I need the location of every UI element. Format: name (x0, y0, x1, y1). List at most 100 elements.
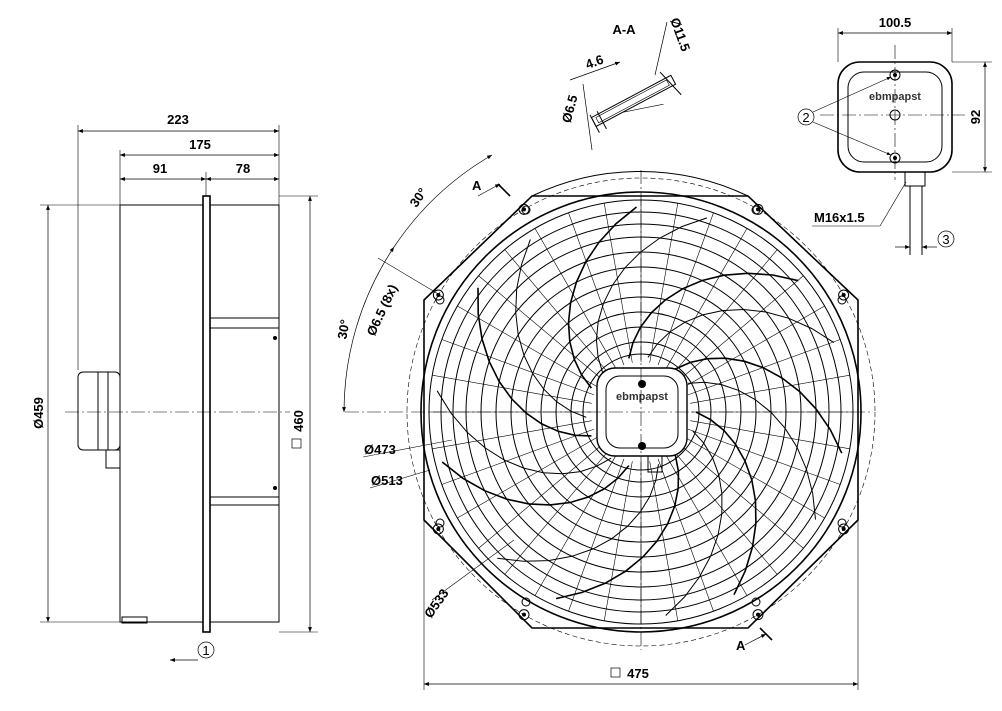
guard-spoke-11 (603, 461, 633, 621)
impeller-blade-4 (477, 287, 592, 437)
impeller-blade-edge-2 (497, 464, 659, 562)
dim-91: 91 (153, 161, 167, 176)
guard-spoke-8 (657, 458, 714, 612)
mounting-hole-2 (752, 203, 764, 215)
guard-spoke-32 (672, 249, 778, 374)
terminal-box-detail: ebmpapst 100.5 92 2 M16x1.5 3 (797, 15, 992, 255)
guard-spoke-34 (684, 305, 825, 388)
angle-30-left: 30° (334, 318, 352, 340)
guard-spoke-29 (649, 203, 679, 363)
dim-78: 78 (236, 161, 250, 176)
airflow-marker-circle (197, 641, 215, 659)
guard-spoke-7 (665, 455, 748, 596)
guard-spoke-5 (679, 443, 804, 549)
guard-spoke-31 (665, 228, 748, 369)
mounting-hole-5 (752, 609, 764, 621)
mounting-hole-7 (432, 523, 444, 535)
dim-square-460: 460 (291, 410, 306, 432)
guard-spoke-36 (690, 374, 850, 404)
mounting-hole-center-6 (522, 612, 526, 617)
mounting-hole-center-7 (436, 527, 441, 531)
plate-hole-7 (521, 597, 531, 607)
guard-spoke-20 (432, 374, 592, 404)
dim-d513: Ø513 (371, 473, 403, 488)
dim-175: 175 (189, 137, 211, 152)
guard-spoke-2 (690, 420, 850, 450)
mounting-hole-center-1 (522, 207, 526, 212)
plate-hole-1 (521, 205, 531, 215)
mounting-hole-8 (432, 289, 444, 301)
guard-spoke-9 (649, 461, 679, 621)
side-nozzle (209, 204, 280, 623)
guard-spoke-26 (568, 212, 625, 366)
impeller-blade-1 (695, 411, 757, 596)
impeller-blade-6 (628, 272, 799, 359)
front-view: ebmpapst 475 30° 30° Ø6.5 (8x) Ø473 Ø513… (334, 154, 876, 690)
bolt-circle (406, 177, 876, 647)
tb-gland-label: M16x1.5 (814, 210, 865, 225)
guard-spoke-4 (684, 436, 825, 519)
guard-spoke-30 (657, 212, 714, 366)
guard-spoke-15 (478, 443, 603, 549)
guard-spoke-35 (687, 339, 841, 396)
dim-d533: Ø533 (421, 586, 452, 621)
mounting-hole-3 (838, 289, 850, 301)
dim-d459: Ø459 (31, 397, 46, 429)
impeller-blade-3 (441, 461, 630, 506)
dim-square-475: 475 (627, 666, 649, 681)
side-terminal-box (77, 371, 121, 451)
section-title: A-A (612, 22, 636, 37)
dim-d6-5: Ø6.5 (559, 93, 581, 124)
side-flange-plate (202, 195, 211, 633)
holes-label: Ø6.5 (8x) (364, 282, 401, 338)
mounting-hole-4 (838, 523, 850, 535)
mounting-hole-center-2 (756, 207, 760, 212)
impeller-blade-5 (567, 206, 638, 389)
guard-spoke-6 (672, 450, 778, 575)
impeller-blade-edge-4 (515, 239, 587, 418)
guard-spoke-3 (687, 428, 841, 485)
plate-hole-5 (435, 518, 445, 528)
guard-spoke-25 (534, 228, 617, 369)
guard-spoke-22 (457, 305, 598, 388)
front-cable-gland (647, 455, 663, 473)
guard-spoke-17 (441, 428, 595, 485)
guard-spoke-21 (441, 339, 595, 396)
plate-hole-2 (751, 205, 761, 215)
plate-hole-3 (435, 295, 445, 305)
dim-100-5: 100.5 (879, 15, 912, 30)
mounting-holes (432, 203, 850, 621)
guard-spoke-24 (504, 249, 610, 374)
impeller-blade-edge-3 (436, 390, 612, 475)
guard-spoke-23 (478, 275, 603, 381)
mounting-hole-center-4 (841, 527, 846, 531)
dim-223: 223 (167, 112, 189, 127)
section-view: A-A Ø11.5 4.6 Ø6.5 (559, 16, 693, 151)
side-view: 223 175 91 78 Ø459 460 1 (31, 112, 318, 662)
mounting-hole-6 (518, 609, 530, 621)
guard-spoke-27 (603, 203, 633, 363)
plate-hole-4 (837, 295, 847, 305)
guard-spoke-33 (679, 275, 804, 381)
guard-spoke-14 (504, 450, 610, 575)
plate-hole-8 (751, 597, 761, 607)
plate-hole-6 (837, 518, 847, 528)
tb-marker-3: 3 (942, 232, 949, 247)
side-cable-gland (105, 449, 121, 469)
side-motor-housing (119, 204, 204, 623)
dim-d473: Ø473 (364, 442, 396, 457)
section-marker-top: A (472, 178, 482, 193)
mounting-hole-1 (518, 203, 530, 215)
airflow-marker: 1 (202, 643, 209, 658)
impeller-blade-2 (555, 454, 680, 600)
guard-spoke-13 (534, 455, 617, 596)
tb-marker-2: 2 (802, 110, 809, 125)
section-marker-bottom: A (736, 638, 746, 653)
dim-d11-5: Ø11.5 (667, 16, 693, 54)
mounting-hole-center-5 (756, 612, 760, 617)
dim-92: 92 (968, 110, 983, 124)
impeller-blade-edge-5 (595, 217, 708, 373)
guard-spoke-12 (568, 458, 625, 612)
guard-spoke-16 (457, 436, 598, 519)
